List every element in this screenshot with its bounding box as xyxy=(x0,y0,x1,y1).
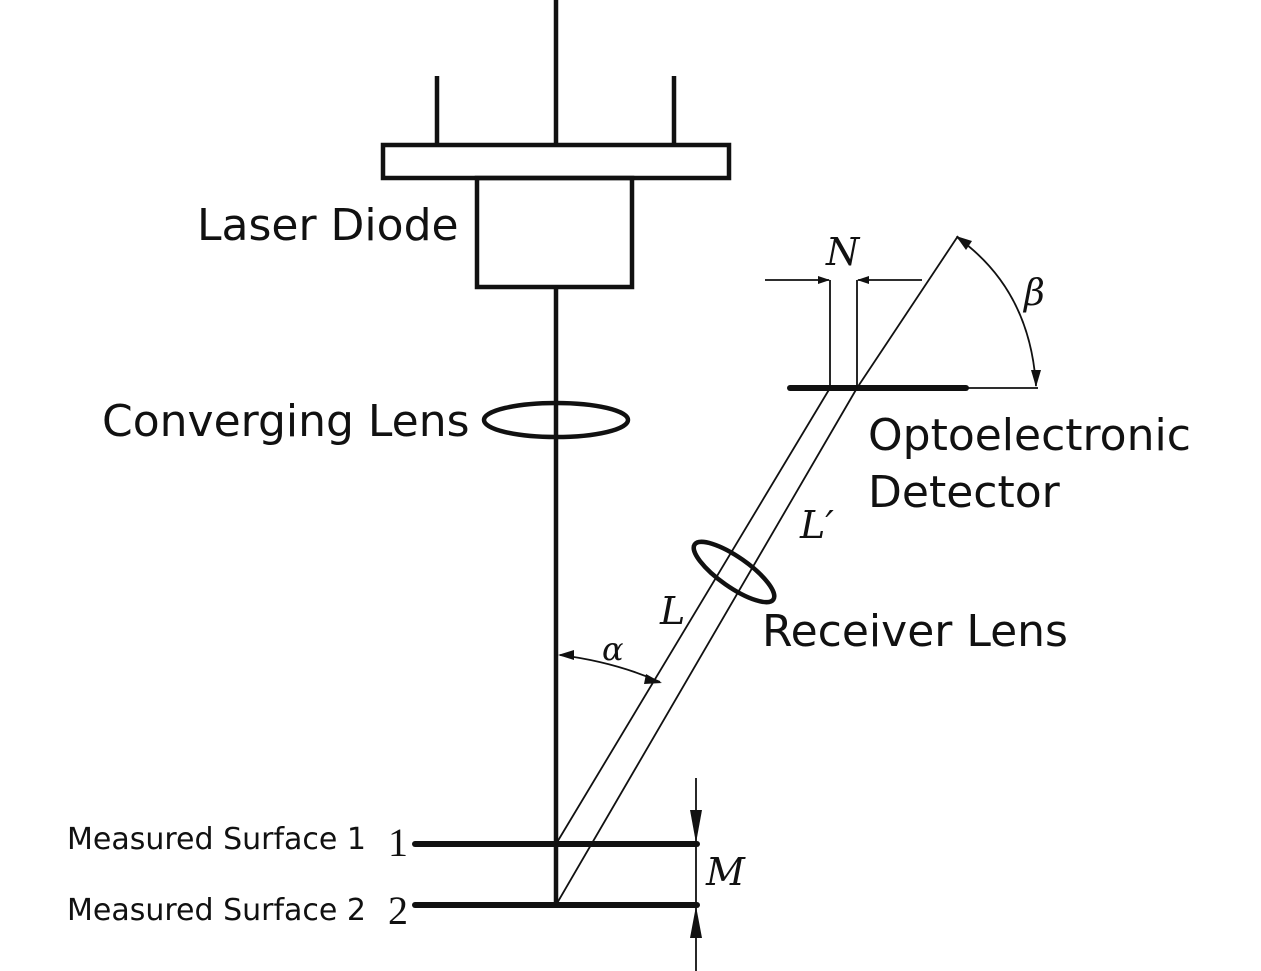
m-arrow-bottom xyxy=(690,906,702,938)
l-prime-symbol: L′ xyxy=(799,503,834,547)
m-symbol: M xyxy=(705,850,746,894)
converging-lens-label: Converging Lens xyxy=(102,396,470,447)
n-dimension xyxy=(765,276,922,388)
measured-surface-2-label: Measured Surface 2 xyxy=(67,893,366,928)
l-symbol: L xyxy=(659,589,685,633)
beta-symbol: β xyxy=(1022,273,1045,314)
alpha-symbol: α xyxy=(602,630,624,668)
surface-2-index: 2 xyxy=(388,888,408,933)
receiver-lens xyxy=(691,539,777,605)
alpha-arrow-right xyxy=(644,674,662,684)
beta-arc xyxy=(957,237,1037,387)
receiver-lens-label: Receiver Lens xyxy=(762,606,1068,657)
surface-1-index: 1 xyxy=(388,820,408,865)
detector-normal-extension xyxy=(856,235,959,389)
reflected-ray-surface-2 xyxy=(555,387,858,906)
beta-arrow-bottom xyxy=(1031,370,1041,387)
converging-lens xyxy=(481,400,631,440)
m-arrow-top xyxy=(690,810,702,843)
optoelectronic-detector-label-line1: Optoelectronic xyxy=(868,410,1191,461)
optoelectronic-detector-label-line2: Detector xyxy=(868,467,1061,518)
laser-flange xyxy=(380,142,732,181)
m-dimension xyxy=(690,778,702,971)
reflected-ray-surface-1 xyxy=(555,387,831,845)
alpha-arrow-left xyxy=(558,650,574,660)
beta-arrow-top xyxy=(956,236,972,250)
laser-diode-label: Laser Diode xyxy=(197,200,459,251)
n-symbol: N xyxy=(825,230,861,274)
measured-surface-1-label: Measured Surface 1 xyxy=(67,822,366,857)
laser-body xyxy=(474,175,635,290)
